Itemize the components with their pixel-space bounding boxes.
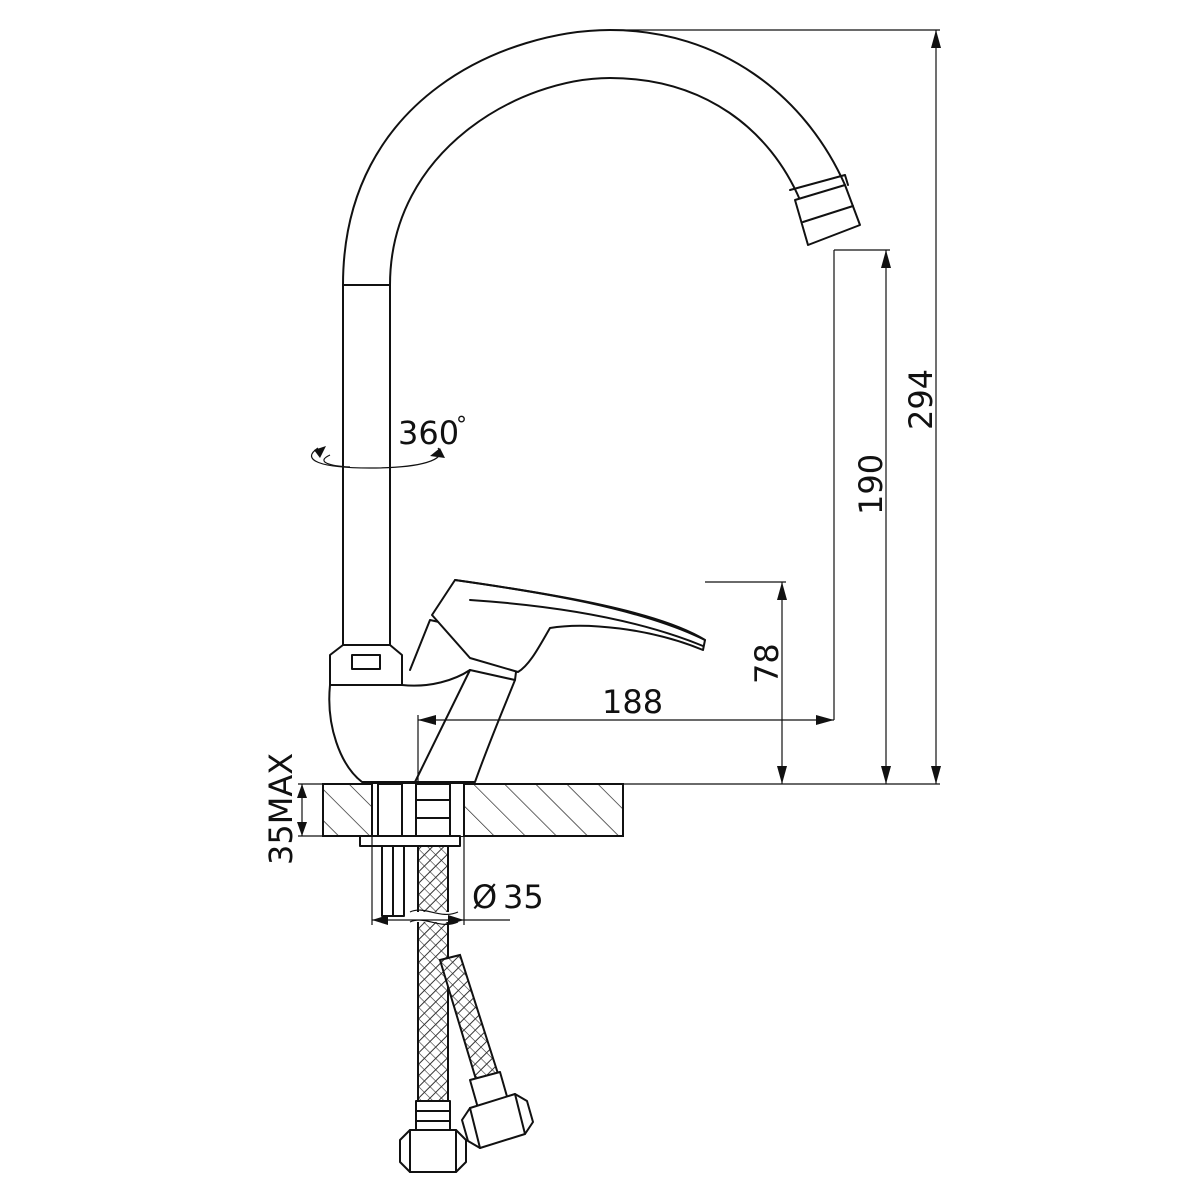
diameter-symbol: Ø xyxy=(472,878,497,916)
dim-hole-diameter: 35 xyxy=(503,878,544,916)
dim-countertop-max: 35MAX xyxy=(262,753,300,865)
spout xyxy=(342,29,861,646)
mounting-stud xyxy=(377,783,403,837)
dim-handle-height: 78 xyxy=(748,643,786,684)
flexible-hoses xyxy=(399,845,534,1173)
lever-handle xyxy=(431,579,706,673)
rotation-label: 360 xyxy=(398,414,459,452)
dim-total-height: 294 xyxy=(902,369,940,430)
spout-nut xyxy=(351,654,381,670)
hose-nut-1 xyxy=(399,1129,467,1173)
dimension-lines xyxy=(297,29,941,925)
dimension-labels: 294 190 78 188 35MAX Ø 35 360 ° xyxy=(262,369,940,916)
faucet-body xyxy=(328,619,521,783)
hose-nut-2 xyxy=(461,1093,534,1149)
rotation-arrow-icon xyxy=(311,446,445,469)
dim-spout-reach: 188 xyxy=(602,683,663,721)
degree-symbol: ° xyxy=(456,413,467,438)
dim-spout-height: 190 xyxy=(852,454,890,515)
mounting-hardware xyxy=(359,783,461,917)
countertop xyxy=(322,783,624,837)
